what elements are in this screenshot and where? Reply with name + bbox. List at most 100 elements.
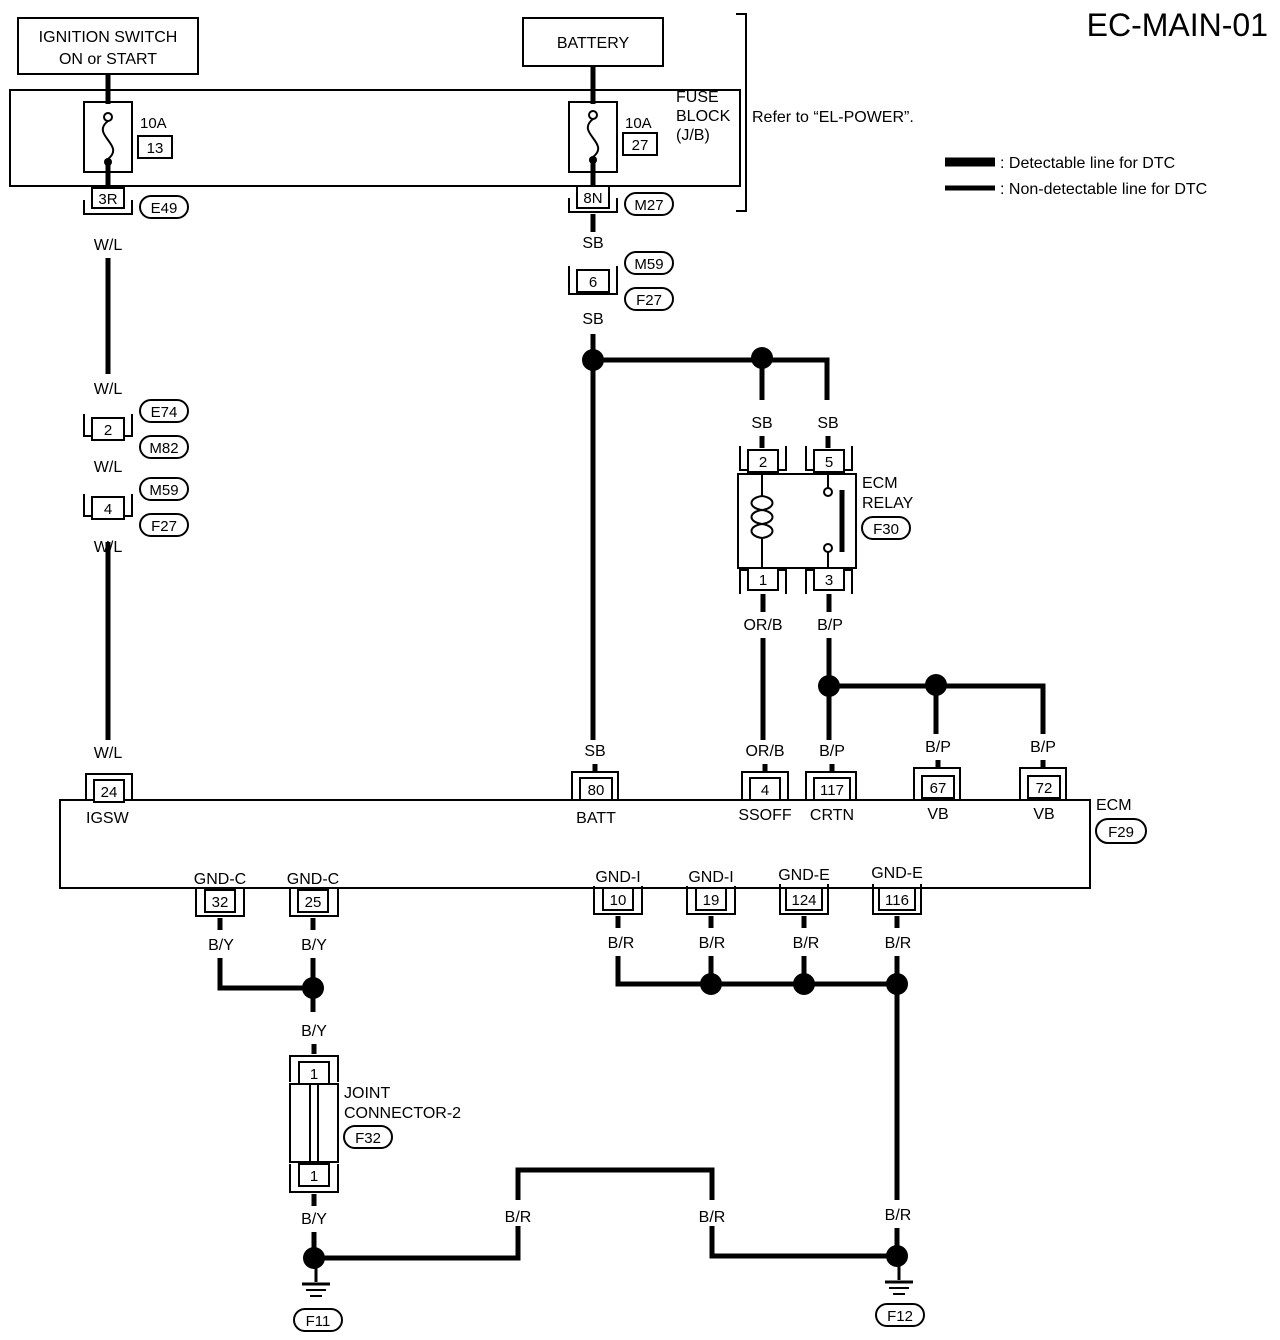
ecm-pin-25-number: 25	[305, 894, 322, 911]
relay-pin-5: 5	[825, 454, 833, 471]
ecm-pin-72-name: VB	[1033, 806, 1054, 823]
ecm-pin-19-name: GND-I	[688, 869, 733, 886]
wire-label-sb-2: SB	[582, 311, 603, 328]
ecm-pin-116-number: 116	[885, 892, 909, 909]
ecm-wire-label-batt: SB	[584, 743, 605, 760]
battery: BATTERY	[522, 17, 664, 67]
fuse-left-number: 13	[147, 140, 164, 157]
gnd-wire-br-10: B/R	[608, 935, 635, 952]
splice-battery	[582, 349, 604, 371]
ecm-wire-label-vb2: B/P	[1030, 739, 1056, 756]
ecm-pin-10-name: GND-I	[595, 869, 640, 886]
ecm-pin-67-name: VB	[927, 806, 948, 823]
relay-pin-3: 3	[825, 572, 833, 589]
fuse-block-label-3: (J/B)	[676, 127, 710, 144]
gnd-wire-br-cross-2: B/R	[699, 1209, 726, 1226]
ecm-pin-4-number: 4	[761, 782, 769, 799]
joint-label-2: CONNECTOR-2	[344, 1105, 461, 1122]
gnd-wire-by-32: B/Y	[208, 937, 234, 954]
connector-e49: E49	[151, 200, 178, 217]
ecm-label: ECM	[1096, 797, 1132, 814]
ecm-pin-24: 24 IGSW	[85, 773, 133, 827]
ecm-pin-10-number: 10	[610, 892, 627, 909]
splice-by	[302, 977, 324, 999]
ecm-pin-24-number: 24	[101, 784, 118, 801]
ecm-box	[59, 799, 1091, 889]
ecm-pin-80-name: BATT	[576, 810, 616, 827]
fuse-terminal-3r: 3R	[98, 191, 117, 208]
relay-wire-bp-1: B/P	[817, 617, 843, 634]
ignition-switch-label-1: IGNITION SWITCH	[39, 29, 178, 46]
ecm-pin-67: 67 VB	[913, 767, 961, 823]
ecm-relay: 2 5 1 3 ECM RELAY F30	[737, 436, 914, 594]
relay-pin-2: 2	[759, 454, 767, 471]
wire-label-wl-4: W/L	[94, 539, 123, 556]
wire-label-sb-1: SB	[582, 235, 603, 252]
ignition-connector-pin-4: 4	[104, 501, 112, 518]
ecm-pin-117-number: 117	[820, 782, 844, 799]
ecm-pin-19-number: 19	[703, 892, 720, 909]
ecm-pin-4-name: SSOFF	[738, 807, 792, 824]
fuse-terminal-8n: 8N	[583, 190, 602, 207]
diagram-title: EC-MAIN-01	[1087, 7, 1268, 43]
legend: : Detectable line for DTC : Non-detectab…	[945, 155, 1207, 198]
gnd-wire-by-joint-top: B/Y	[301, 1023, 327, 1040]
splice-bp-2	[925, 674, 947, 696]
relay-wire-sb-left: SB	[751, 415, 772, 432]
gnd-wire-by-joint-bottom: B/Y	[301, 1211, 327, 1228]
ecm-pin-80-number: 80	[588, 782, 605, 799]
gnd-wire-br-116: B/R	[885, 935, 912, 952]
gnd-wire-br-cross-1: B/R	[505, 1209, 532, 1226]
fuse-left-rating: 10A	[140, 115, 167, 132]
joint-pin-top: 1	[310, 1066, 318, 1083]
ecm-pin-32: GND-C 32	[194, 871, 246, 917]
relay-pin-1: 1	[759, 572, 767, 589]
connector-m59-batt: M59	[634, 256, 663, 273]
ecm-pin-80: 80 BATT	[571, 771, 619, 827]
ecm-pin-32-number: 32	[212, 894, 229, 911]
splice-ground-left	[303, 1247, 325, 1269]
ecm-pin-124-number: 124	[791, 892, 816, 909]
ignition-connector-pin-2: 2	[104, 422, 112, 439]
battery-connector-pin-6: 6	[589, 274, 597, 291]
relay-wire-sb-right: SB	[817, 415, 838, 432]
fuse-block: 10A 13 10A 27 FUSE BLOCK (J/B)	[9, 89, 741, 187]
joint-label-1: JOINT	[344, 1085, 390, 1102]
ecm-pin-19: GND-I 19	[686, 869, 736, 915]
gnd-wire-br-right: B/R	[885, 1207, 912, 1224]
splice-relay-feed	[751, 347, 773, 369]
connector-m59-ign: M59	[149, 482, 178, 499]
ecm-pin-4: 4 SSOFF	[738, 771, 792, 824]
fuse-block-label-2: BLOCK	[676, 108, 731, 125]
ecm-wire-label-crtn: B/P	[819, 743, 845, 760]
connector-m27: M27	[634, 197, 663, 214]
fuse-right-rating: 10A	[625, 115, 652, 132]
ecm-pin-10: GND-I 10	[593, 869, 643, 915]
fuse-right-number: 27	[632, 137, 649, 154]
ecm-pin-117: 117 CRTN	[805, 771, 857, 824]
power-bracket	[736, 13, 747, 212]
connector-f32: F32	[355, 1130, 381, 1147]
wire-label-wl-5: W/L	[94, 745, 123, 762]
battery-label: BATTERY	[557, 35, 630, 52]
ecm-pin-116-name: GND-E	[871, 865, 923, 882]
relay-wire-orb-1: OR/B	[743, 617, 782, 634]
splice-br-124	[793, 973, 815, 995]
splice-br-116	[886, 973, 908, 995]
ground-f11-label: F11	[306, 1313, 331, 1330]
ecm-pin-72-number: 72	[1036, 780, 1053, 797]
ecm-pin-32-name: GND-C	[194, 871, 246, 888]
legend-detectable-text: : Detectable line for DTC	[1000, 155, 1175, 172]
ecm-pin-24-name: IGSW	[86, 810, 130, 827]
splice-br-19	[700, 973, 722, 995]
ecm-pin-124-name: GND-E	[778, 867, 830, 884]
ecm-pin-124: GND-E 124	[778, 867, 830, 915]
refer-el-power: Refer to “EL-POWER”.	[752, 109, 914, 126]
ground-f11: F11	[293, 1268, 343, 1332]
joint-pin-bottom: 1	[310, 1168, 318, 1185]
ecm-pin-117-name: CRTN	[810, 807, 854, 824]
gnd-wire-br-19: B/R	[699, 935, 726, 952]
splice-ground-right	[886, 1245, 908, 1267]
relay-label-1: ECM	[862, 475, 898, 492]
connector-f29: F29	[1108, 824, 1134, 841]
